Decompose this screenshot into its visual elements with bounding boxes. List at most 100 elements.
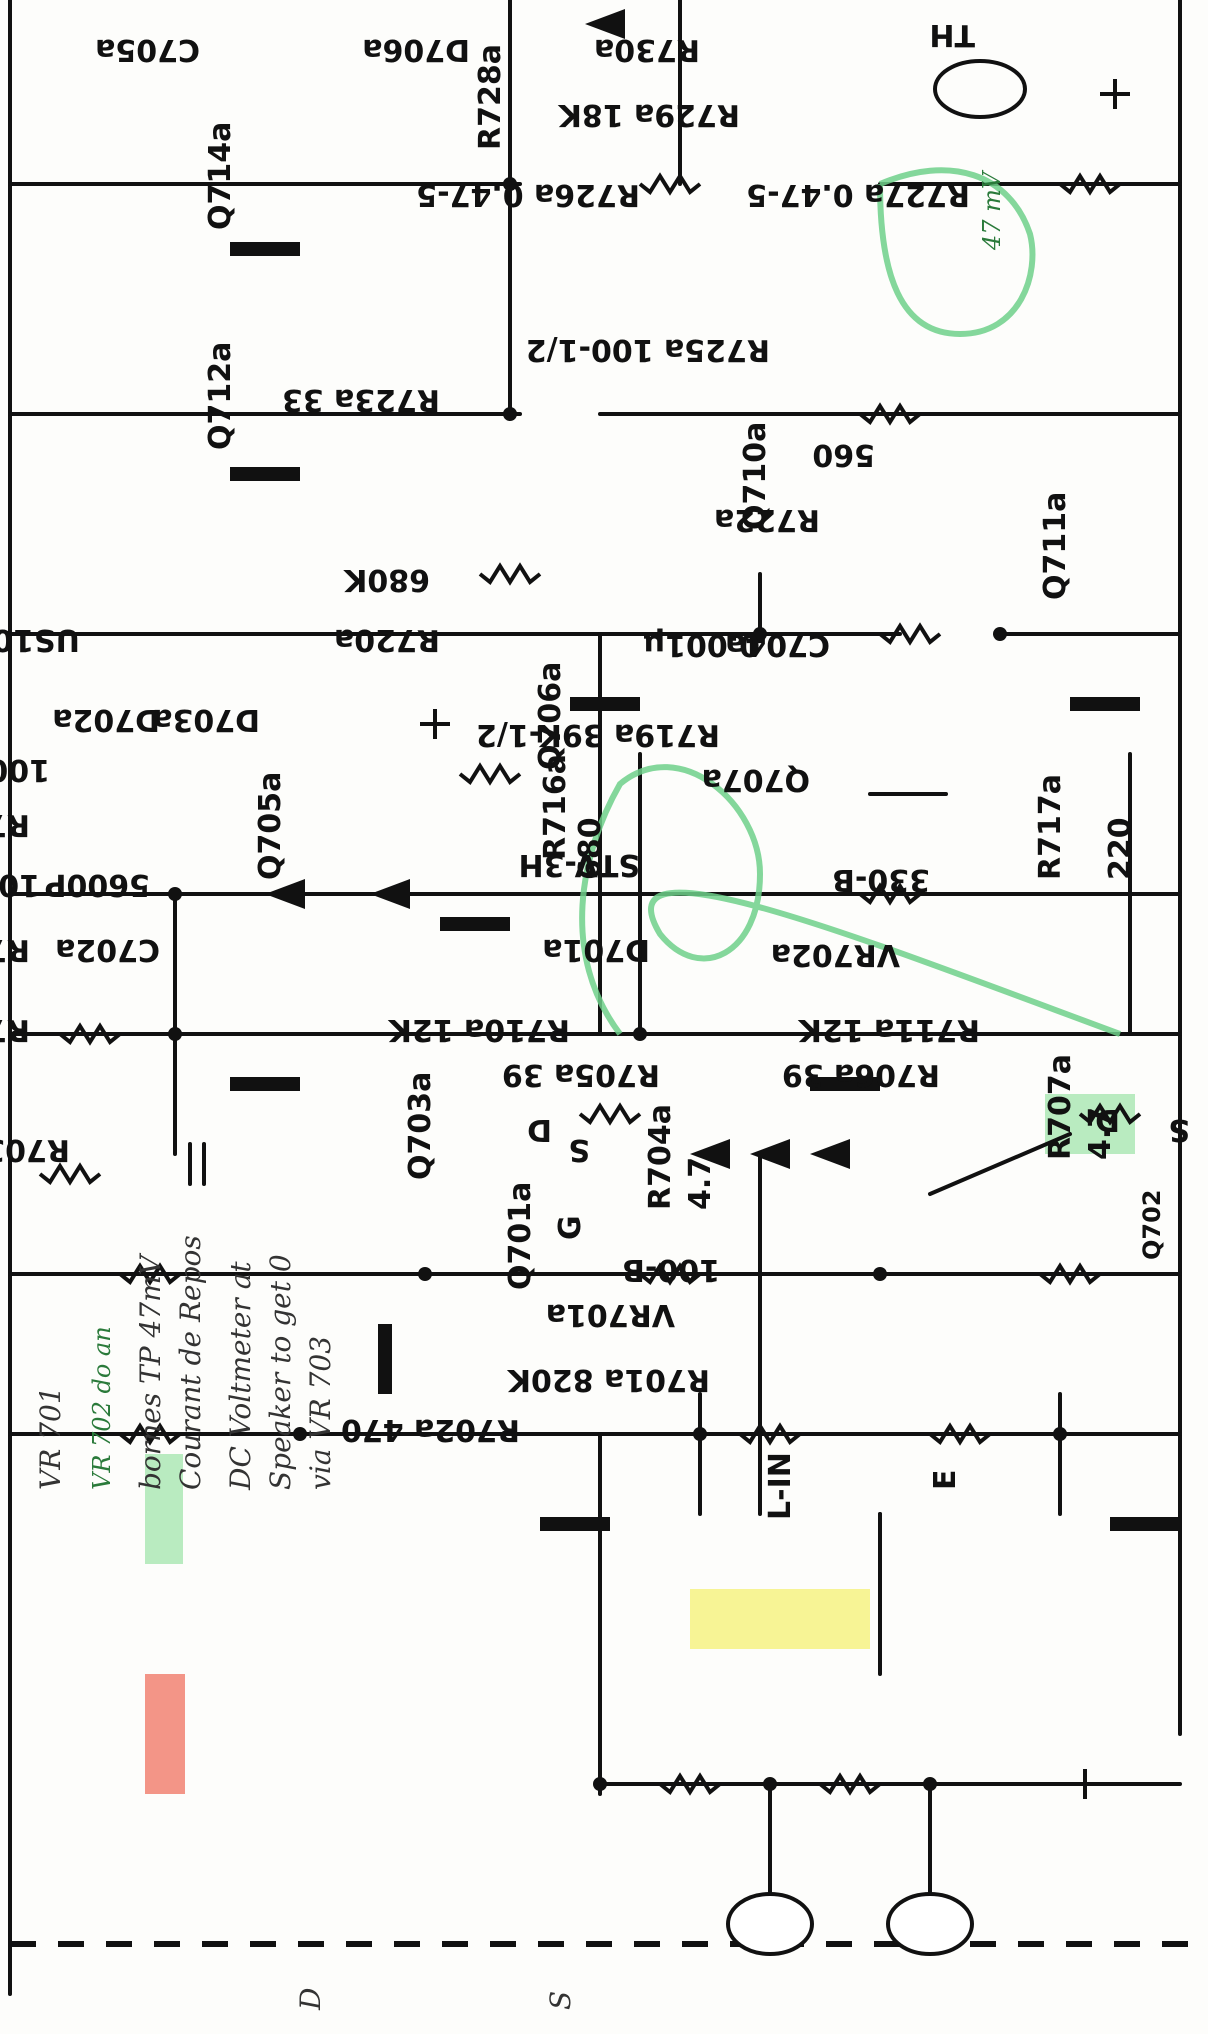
r703-symbol — [118, 1422, 182, 1446]
r713-value: 10 — [0, 867, 40, 902]
note-d-bottom: D — [294, 1988, 327, 2011]
q705-symbol — [230, 1077, 300, 1091]
d701-symbol-a — [690, 1139, 730, 1169]
r726-label: R726a 0.47-5 — [416, 177, 640, 212]
q703-label: Q703a — [403, 1072, 438, 1180]
c704-value: 0.001μ — [643, 627, 760, 662]
r702-symbol — [658, 1772, 722, 1796]
note-47mv: 47 mV — [978, 169, 1006, 251]
vr702-arrow — [928, 1132, 1072, 1196]
d701-symbol-c — [810, 1139, 850, 1169]
note-dc-voltmeter: DC Voltmeter at — [224, 1261, 257, 1491]
c702-label: C702a — [55, 932, 160, 967]
q702-drain-label: D — [1095, 1102, 1120, 1137]
q711-label: Q711a — [1038, 492, 1073, 600]
vr701-label: VR701a — [546, 1297, 675, 1332]
r716-symbol — [578, 1102, 642, 1126]
q701-label: Q701a — [503, 1182, 538, 1290]
r719-symbol — [858, 882, 922, 906]
q701-gate-label: G — [553, 1215, 588, 1240]
q702-source-label: S — [1168, 1112, 1190, 1147]
l-in-label: L-IN — [763, 1452, 798, 1520]
r723-label: R723a 33 — [282, 382, 440, 417]
e-connector — [886, 1892, 974, 1956]
d706-label: D706a — [362, 32, 470, 67]
r715-symbol — [58, 1022, 122, 1046]
r715-value: 100 — [0, 752, 50, 787]
note-vr701: VR 701 — [34, 1386, 67, 1490]
r711-label: R711a 12K — [797, 1012, 980, 1047]
r727-symbol — [1058, 172, 1122, 196]
vr703-highlight — [145, 1674, 185, 1794]
r706-symbol — [928, 1422, 992, 1446]
r701-symbol — [818, 1772, 882, 1796]
th-label: TH — [929, 17, 975, 52]
note-vr702: VR 702 do an — [88, 1326, 116, 1490]
us1070-label: US1070 X 2 — [0, 622, 80, 657]
r702-label: R702a 470 — [341, 1412, 520, 1447]
labels: C705a D706a R730a TH R728a R729a 18K R72… — [0, 17, 1190, 1520]
r711-symbol — [1038, 1262, 1102, 1286]
r705-symbol — [738, 1422, 802, 1446]
q702-label: Q702 — [1138, 1190, 1166, 1261]
c705-label: C705a — [95, 32, 200, 67]
note-courant: Courant de Repos — [174, 1235, 207, 1490]
q714-label: Q714a — [203, 122, 238, 230]
r704-label: R704a — [643, 1104, 678, 1210]
q701-source-label: S — [568, 1132, 590, 1167]
vr702-value: 330-B — [832, 862, 930, 897]
r729-label: R729a 18K — [557, 97, 740, 132]
q701-drain-label: D — [527, 1112, 552, 1147]
q705-label: Q705a — [253, 772, 288, 880]
r716-value: 680 — [573, 817, 608, 880]
r707-label: R707a — [1043, 1054, 1078, 1160]
q712-symbol — [230, 467, 300, 481]
q707-symbol — [810, 1077, 880, 1091]
r722-symbol — [878, 622, 942, 646]
q712-label: Q712a — [203, 342, 238, 450]
r709-symbol — [118, 1262, 182, 1286]
vr701-highlight — [690, 1589, 870, 1649]
th-symbol — [933, 59, 1027, 119]
r703-label: R703a 470 — [0, 1132, 70, 1167]
r701-label: R701a 820K — [506, 1362, 710, 1397]
r716-label: R716a — [538, 754, 573, 860]
r707-value: 4.7 — [1083, 1107, 1118, 1160]
r722-value: 560 — [812, 437, 875, 472]
q702-symbol — [1110, 1517, 1180, 1531]
r710-symbol — [638, 1262, 702, 1286]
vr701-value: 100-B — [622, 1252, 720, 1287]
r720-symbol — [458, 762, 522, 786]
r713-label: R713a — [0, 932, 30, 967]
r725-symbol — [858, 402, 922, 426]
ground-symbols — [420, 79, 1130, 1799]
r728-label: R728a — [473, 44, 508, 150]
r717-value: 220 — [1103, 817, 1138, 880]
q707-label: Q707a — [702, 762, 810, 797]
r705-label: R705a 39 — [502, 1057, 660, 1092]
stv-label: STV-3H — [518, 847, 640, 882]
handwritten-notes: VR 701 VR 702 do an bornes TP 47mV Coura… — [34, 169, 1006, 2011]
d701-label: D701a — [542, 932, 650, 967]
r720-label: R720a — [334, 622, 440, 657]
r709-label: R709a 33K — [0, 1012, 30, 1047]
q706-symbol — [440, 917, 510, 931]
e-label: E — [928, 1470, 963, 1491]
c704-label: C704a — [725, 627, 830, 662]
q710-label: Q710a — [738, 422, 773, 530]
q703-symbol — [378, 1324, 392, 1394]
vr702-label: VR702a — [771, 937, 900, 972]
note-s-bottom: S — [544, 1991, 577, 2010]
l-in-connector — [726, 1892, 814, 1956]
note-speaker: Speaker to get 0 — [264, 1254, 297, 1490]
note-bornes: bornes TP 47mV — [134, 1252, 167, 1490]
q701-symbol — [540, 1517, 610, 1531]
q714-symbol — [230, 242, 300, 256]
green-loop-q707 — [579, 764, 1122, 1037]
r725-label: R725a 100-1/2 — [526, 332, 770, 367]
r719-label: R719a 39K-1/2 — [476, 717, 720, 752]
d701-symbol-b — [750, 1139, 790, 1169]
vr702-note-highlight — [145, 1454, 183, 1564]
q710-symbol — [570, 697, 640, 711]
